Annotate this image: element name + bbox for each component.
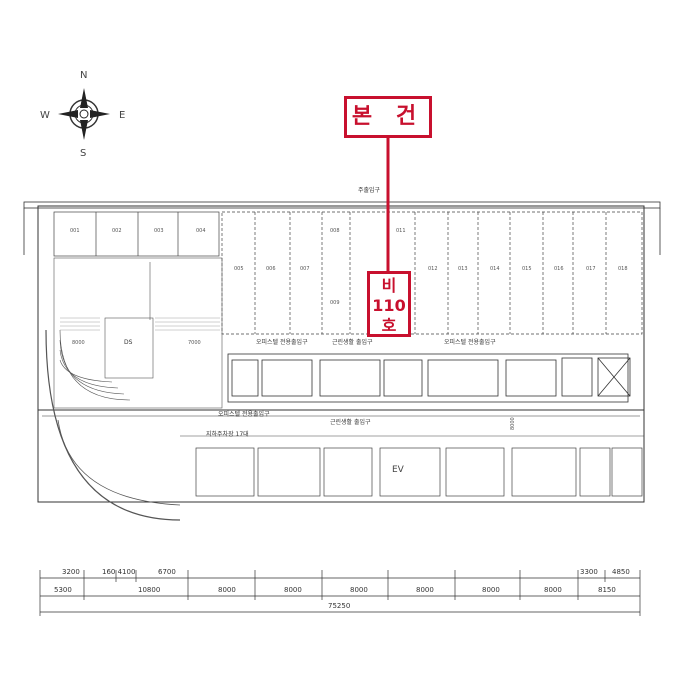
unit-label: 001 [70,228,80,234]
unit-label: 009 [330,300,340,306]
compass-west: W [40,110,50,121]
main-building-callout: 본 건 [344,96,432,138]
main-entrance-label: 주출입구 [358,186,381,194]
unit-label: 017 [586,266,596,272]
unit-label: 007 [300,266,310,272]
unit-grid-right [221,211,643,335]
unit-b110-number: 110 [372,296,406,315]
unit-label: 008 [330,228,340,234]
dimension-lines [39,570,641,616]
unit-label: 012 [428,266,438,272]
unit-label: 006 [266,266,276,272]
dimension-top: 4850 [612,568,630,576]
dimension-mid: 10800 [138,586,160,594]
elevator-label: EV [392,465,405,475]
neighborhood-entrance-label-1: 근린생활 출입구 [332,338,373,346]
unit-b110-callout: 비 110 호 [367,271,411,337]
officetel-entrance-label-3: 오피스텔 전용출입구 [218,410,270,418]
inner-dimension: 8000 [510,417,516,430]
unit-label: 013 [458,266,468,272]
ramp-hatch [60,317,220,331]
dimension-top: 3300 [580,568,598,576]
officetel-entrance-label-2: 오피스텔 전용출입구 [444,338,496,346]
parking-bays [180,435,644,497]
officetel-entrance-label-1: 오피스텔 전용출입구 [256,338,308,346]
inner-dimension: 8000 [72,340,85,346]
dimension-mid: 8000 [482,586,500,594]
unit-label: 011 [396,228,406,234]
dimension-mid: 8000 [544,586,562,594]
unit-label: 016 [554,266,564,272]
unit-label: 014 [490,266,500,272]
lobby-label: DS [124,339,133,346]
dimension-mid: 8000 [218,586,236,594]
dimension-mid: 5300 [54,586,72,594]
unit-labels: 001 002 003 004 005 006 007 008 009 011 … [70,228,628,306]
dimension-mid: 8000 [284,586,302,594]
neighborhood-entrance-label-2: 근린생활 출입구 [330,418,371,426]
parking-label: 지하주차장 17대 [206,430,249,438]
dimension-top: 3200 [62,568,80,576]
dimension-total: 75250 [328,602,350,610]
unit-label: 003 [154,228,164,234]
unit-label: 018 [618,266,628,272]
dimension-mid: 8000 [416,586,434,594]
unit-b110-prefix: 비 [381,276,397,295]
parking-ramp [45,257,223,521]
unit-label: 005 [234,266,244,272]
unit-b110-suffix: 호 [381,316,397,335]
dimension-top: 160 4100 [102,568,135,576]
inner-dimension: 7000 [188,340,201,346]
compass-rose-icon: N W E S [40,70,125,159]
unit-label: 004 [196,228,206,234]
dimension-mid: 8000 [350,586,368,594]
compass-south: S [80,148,86,159]
building-outline [23,201,661,503]
unit-strip-upper [53,211,220,257]
main-building-label: 본 건 [351,104,425,129]
compass-east: E [119,110,125,121]
unit-label: 002 [112,228,122,234]
core-area [227,353,631,403]
dimension-mid: 8150 [598,586,616,594]
unit-label: 015 [522,266,532,272]
dimension-top: 6700 [158,568,176,576]
compass-north: N [80,70,87,81]
